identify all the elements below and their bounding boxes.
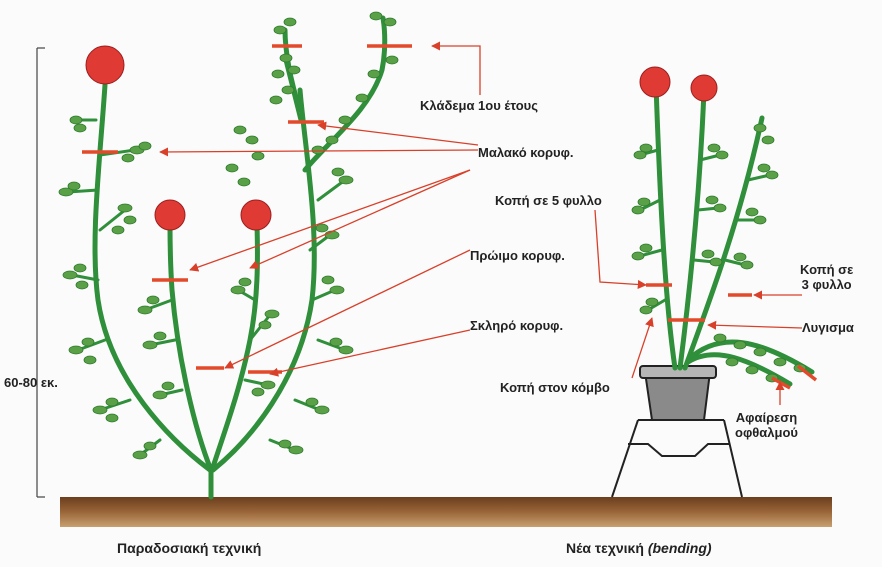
label-cut-3-leaf-line2: 3 φυλλο: [800, 277, 853, 292]
rose-flower: [241, 200, 271, 230]
label-cut-3-leaf-line1: Κοπή σε: [800, 262, 853, 277]
rose-flower: [86, 46, 124, 84]
label-cut-at-node: Κοπή στον κόμβο: [500, 380, 610, 395]
rose-flower: [691, 75, 717, 101]
caption-new-italic: (bending): [648, 540, 712, 556]
label-soft-pinch: Μαλακό κορυφ.: [478, 145, 574, 160]
traditional-plant: [59, 12, 412, 497]
label-bud-removal: Αφαίρεση οφθαλμού: [735, 410, 798, 440]
label-height: 60-80 εκ.: [4, 375, 58, 390]
soil-strip: [60, 497, 832, 527]
flower-pot: [645, 372, 710, 420]
label-bud-removal-line1: Αφαίρεση: [735, 410, 798, 425]
pot-stand: [612, 420, 742, 497]
traditional-flowers: [86, 46, 271, 230]
caption-new-prefix: Νέα τεχνική: [566, 540, 644, 556]
rose-flower: [640, 67, 670, 97]
rose-flower: [155, 200, 185, 230]
label-cut-5-leaf: Κοπή σε 5 φυλλο: [495, 193, 602, 208]
label-early-pinch: Πρώιμο κορυφ.: [470, 248, 565, 263]
traditional-stems: [95, 18, 385, 497]
caption-traditional: Παραδοσιακή τεχνική: [117, 540, 261, 556]
label-cut-3-leaf: Κοπή σε 3 φυλλο: [800, 262, 853, 292]
label-first-year-shoot: Κλάδεμα 1ου έτους: [420, 98, 538, 113]
caption-new: Νέα τεχνική (bending): [566, 540, 712, 556]
label-bending: Λυγισμα: [802, 320, 854, 335]
bending-flowers: [640, 67, 717, 101]
label-hard-pinch: Σκληρό κορυφ.: [470, 318, 563, 333]
label-bud-removal-line2: οφθαλμού: [735, 425, 798, 440]
height-bracket: [37, 48, 45, 497]
bending-stems: [656, 85, 812, 384]
